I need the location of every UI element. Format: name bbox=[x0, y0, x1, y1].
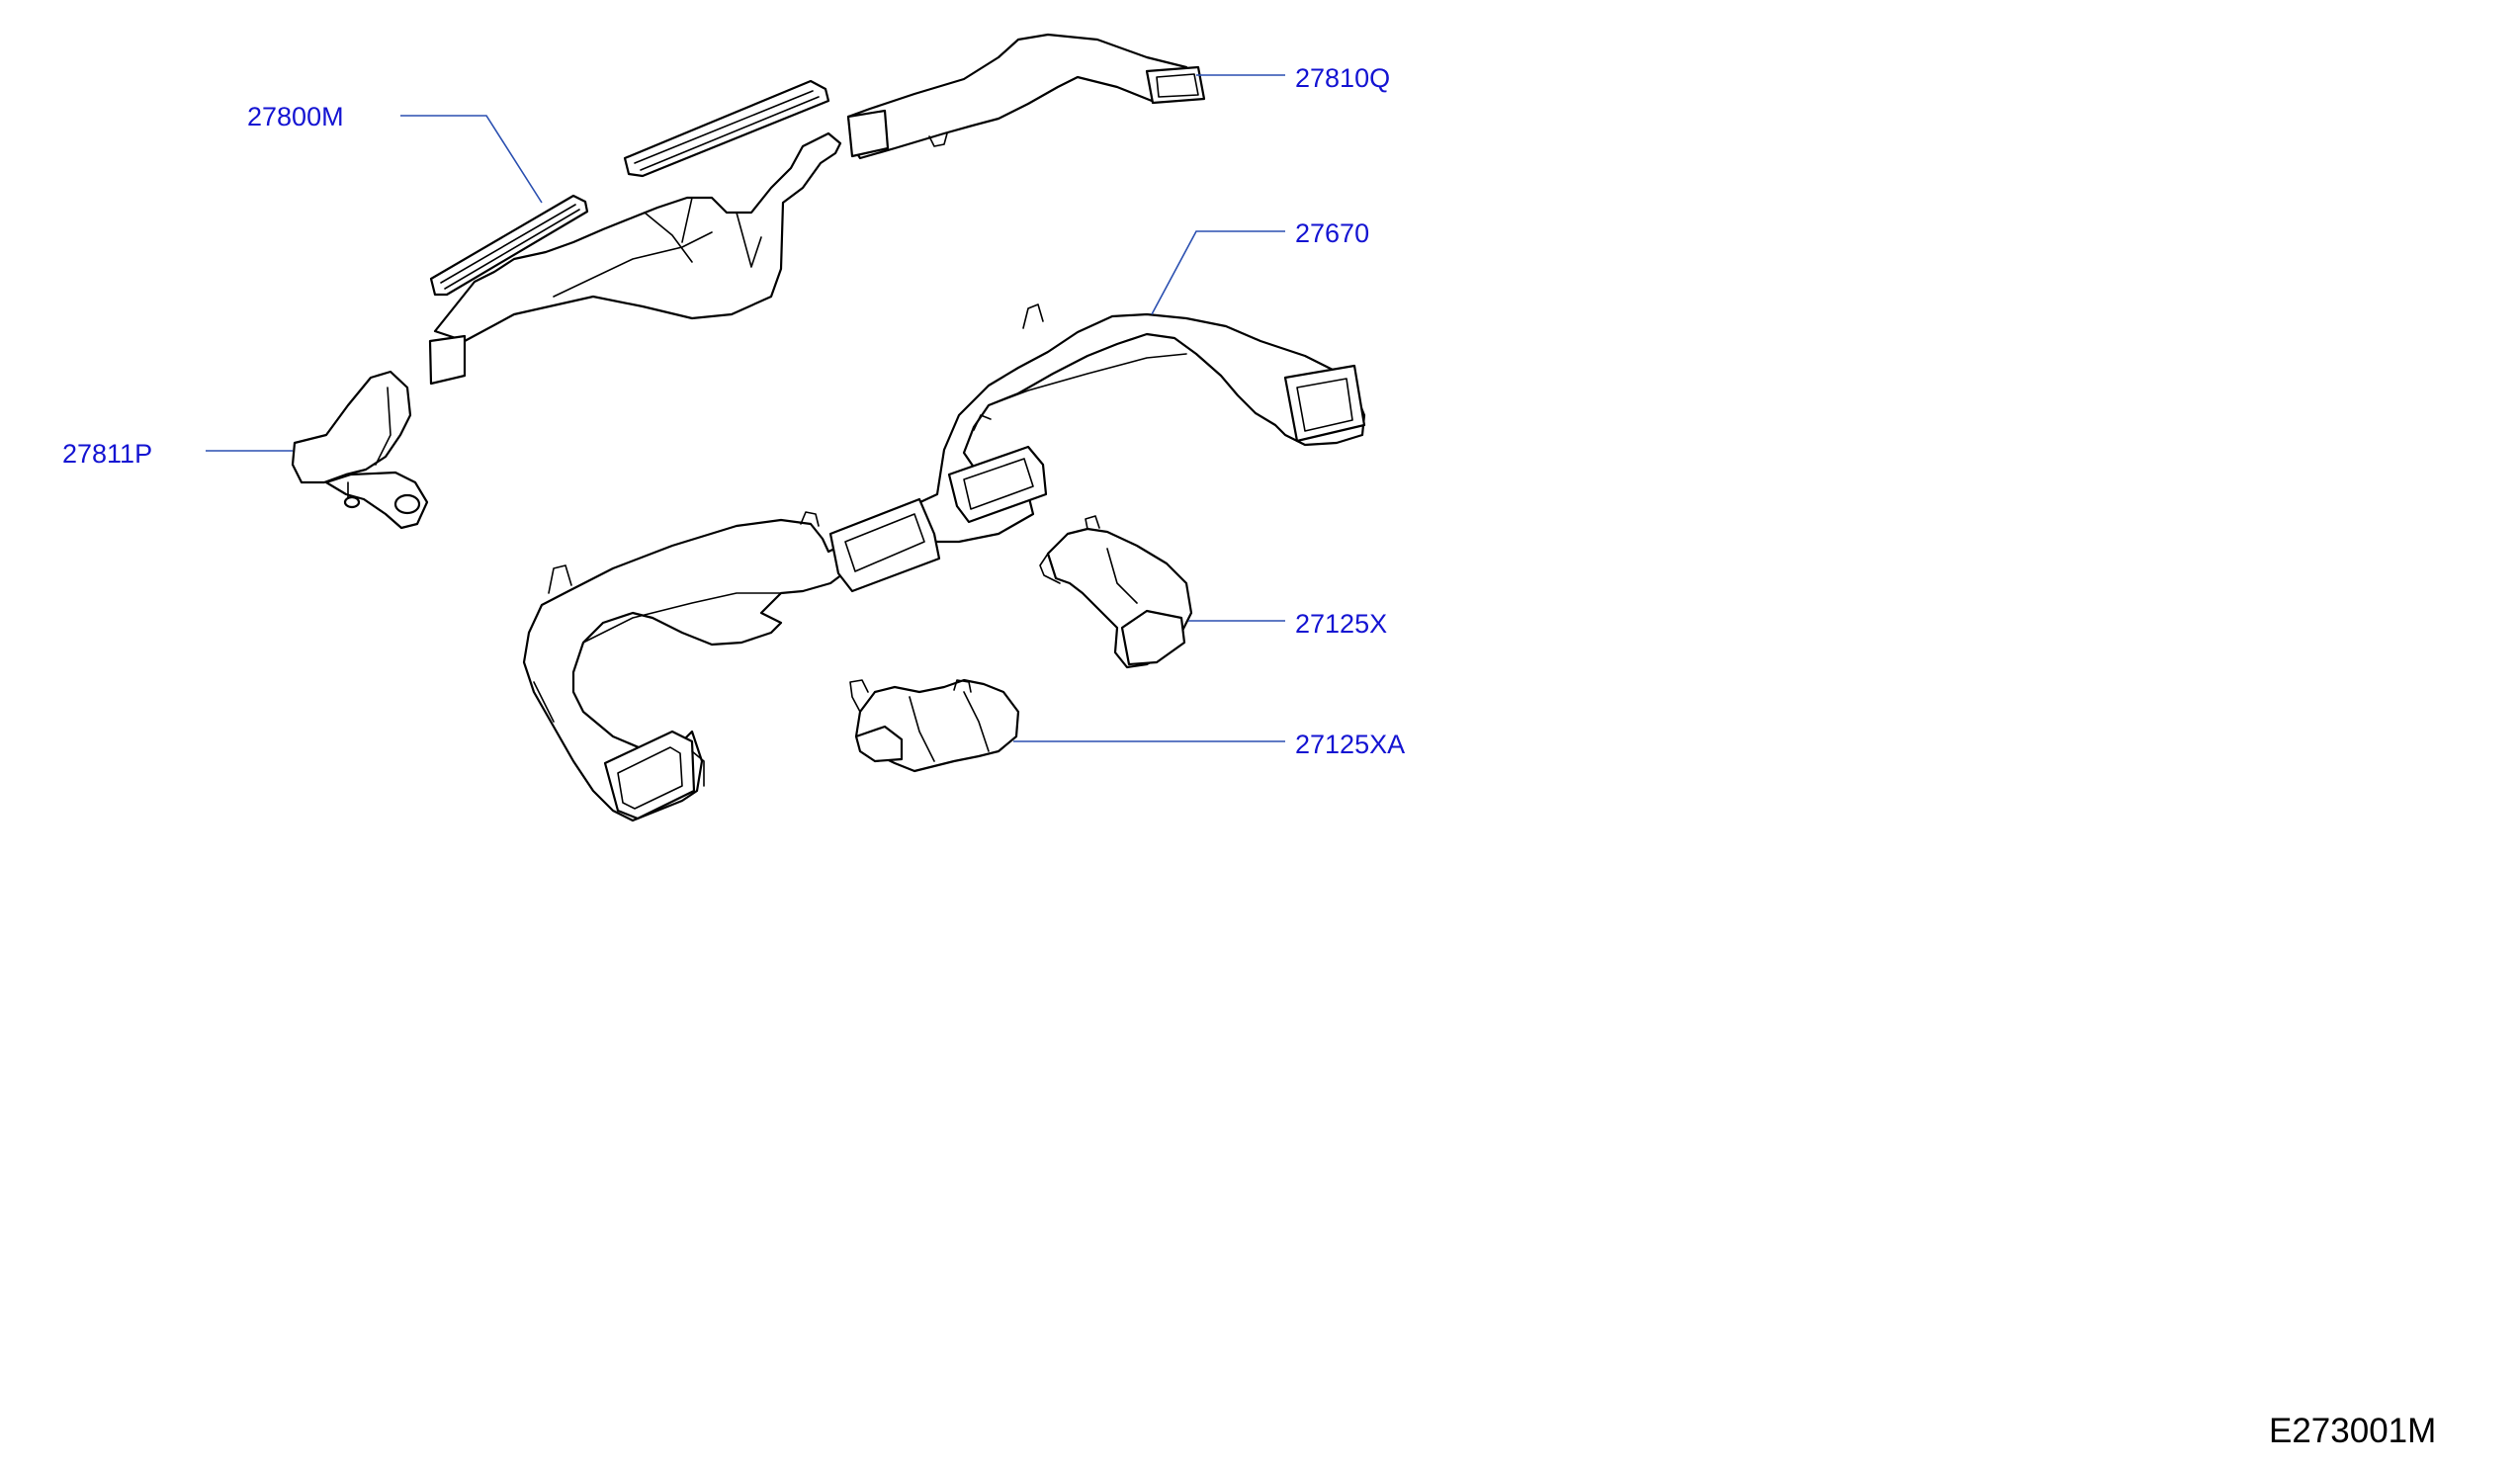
leader-27670 bbox=[1151, 230, 1285, 315]
label-27125XA: 27125XA bbox=[1295, 730, 1405, 759]
part-27670-drawing bbox=[522, 303, 1366, 822]
part-labels: 27800M 27810Q 27670 27811P 27125X 27125X… bbox=[62, 63, 1405, 759]
label-27810Q: 27810Q bbox=[1295, 63, 1390, 93]
diagram-reference-code: E273001M bbox=[2269, 1412, 2436, 1450]
label-27800M: 27800M bbox=[247, 102, 344, 131]
part-27125XA-drawing bbox=[849, 678, 1020, 773]
part-27125X-drawing bbox=[1039, 515, 1193, 669]
label-27670: 27670 bbox=[1295, 218, 1369, 248]
leader-lines bbox=[206, 74, 1285, 742]
leader-27800M bbox=[400, 115, 543, 204]
label-27125X: 27125X bbox=[1295, 609, 1387, 639]
part-27810Q-drawing bbox=[846, 33, 1206, 160]
label-27811P: 27811P bbox=[62, 439, 152, 469]
part-27800M-drawing bbox=[428, 79, 842, 386]
part-27811P-drawing bbox=[291, 370, 429, 530]
